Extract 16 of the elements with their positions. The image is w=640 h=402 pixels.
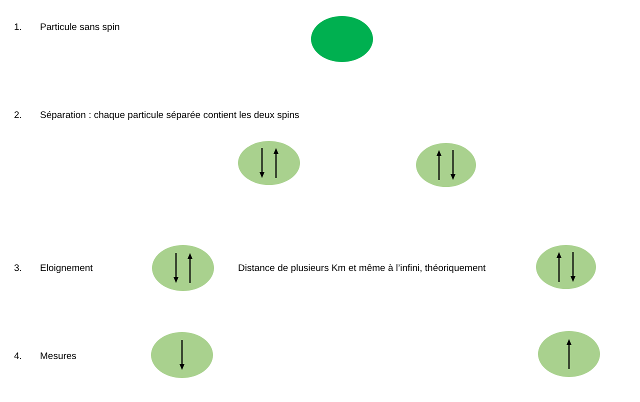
caption-text: Distance de plusieurs Km et même à l’infini, théoriquement [238,263,486,275]
list-number: 2. [14,110,22,122]
particle-ellipse [151,332,213,378]
particle-ellipse [538,331,600,377]
particle-ellipse [152,245,214,291]
list-number: 1. [14,22,22,34]
caption-text: Mesures [40,351,76,363]
caption-text: Particule sans spin [40,22,120,34]
list-number: 3. [14,263,22,275]
caption-text: Séparation : chaque particule séparée contient les deux spins [40,110,300,122]
caption-text: Eloignement [40,263,93,275]
particle-ellipse [416,143,476,187]
list-number: 4. [14,351,22,363]
particle-ellipse [536,245,596,289]
particle-ellipse [238,141,300,185]
particle-ellipse [311,16,373,62]
